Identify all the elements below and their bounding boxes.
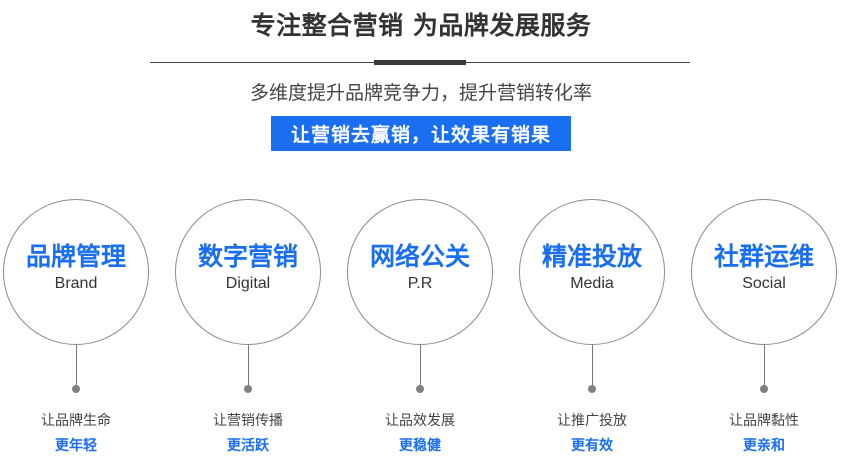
- connector-line: [75, 345, 77, 389]
- service-title-cn: 社群运维: [713, 241, 814, 271]
- service-highlight: 更有效: [571, 438, 613, 454]
- service-card-digital: 数字营销 Digital 让营销传播 更活跃: [175, 199, 321, 454]
- service-title-en: Digital: [225, 274, 271, 292]
- service-title-cn: 网络公关: [369, 241, 470, 271]
- connector-line: [591, 345, 593, 389]
- service-title-en: Media: [570, 274, 614, 292]
- service-card-social: 社群运维 Social 让品牌黏性 更亲和: [691, 199, 837, 454]
- service-title-en: Social: [742, 274, 786, 292]
- connector-dot-icon: [760, 385, 768, 393]
- service-highlight: 更年轻: [55, 438, 97, 454]
- service-card-brand: 品牌管理 Brand 让品牌生命 更年轻: [3, 199, 149, 454]
- service-desc: 让品效发展: [385, 413, 455, 429]
- service-circle: 精准投放 Media: [519, 199, 665, 345]
- connector-dot-icon: [72, 385, 80, 393]
- connector-line: [419, 345, 421, 389]
- service-desc: 让品牌生命: [41, 413, 111, 429]
- connector-line: [763, 345, 765, 389]
- service-highlight: 更活跃: [227, 438, 269, 454]
- connector-line: [247, 345, 249, 389]
- service-card-media: 精准投放 Media 让推广投放 更有效: [519, 199, 665, 454]
- service-title-en: Brand: [54, 274, 98, 292]
- service-card-pr: 网络公关 P.R 让品效发展 更稳健: [347, 199, 493, 454]
- divider-accent-bar: [374, 60, 466, 65]
- service-desc: 让营销传播: [213, 413, 283, 429]
- slogan-banner: 让营销去赢销，让效果有销果: [271, 116, 571, 151]
- connector-dot-icon: [244, 385, 252, 393]
- service-desc: 让品牌黏性: [729, 413, 799, 429]
- service-circle: 网络公关 P.R: [347, 199, 493, 345]
- service-title-en: P.R: [407, 274, 433, 292]
- connector-dot-icon: [588, 385, 596, 393]
- subtitle: 多维度提升品牌竞争力，提升营销转化率: [249, 82, 592, 104]
- service-title-cn: 品牌管理: [25, 241, 126, 271]
- service-highlight: 更稳健: [399, 438, 441, 454]
- service-desc: 让推广投放: [557, 413, 627, 429]
- service-highlight: 更亲和: [743, 438, 785, 454]
- service-title-cn: 精准投放: [541, 241, 642, 271]
- service-circle: 品牌管理 Brand: [3, 199, 149, 345]
- page-title: 专注整合营销 为品牌发展服务: [250, 11, 592, 40]
- connector-dot-icon: [416, 385, 424, 393]
- service-title-cn: 数字营销: [197, 241, 298, 271]
- service-circle: 社群运维 Social: [691, 199, 837, 345]
- service-circle: 数字营销 Digital: [175, 199, 321, 345]
